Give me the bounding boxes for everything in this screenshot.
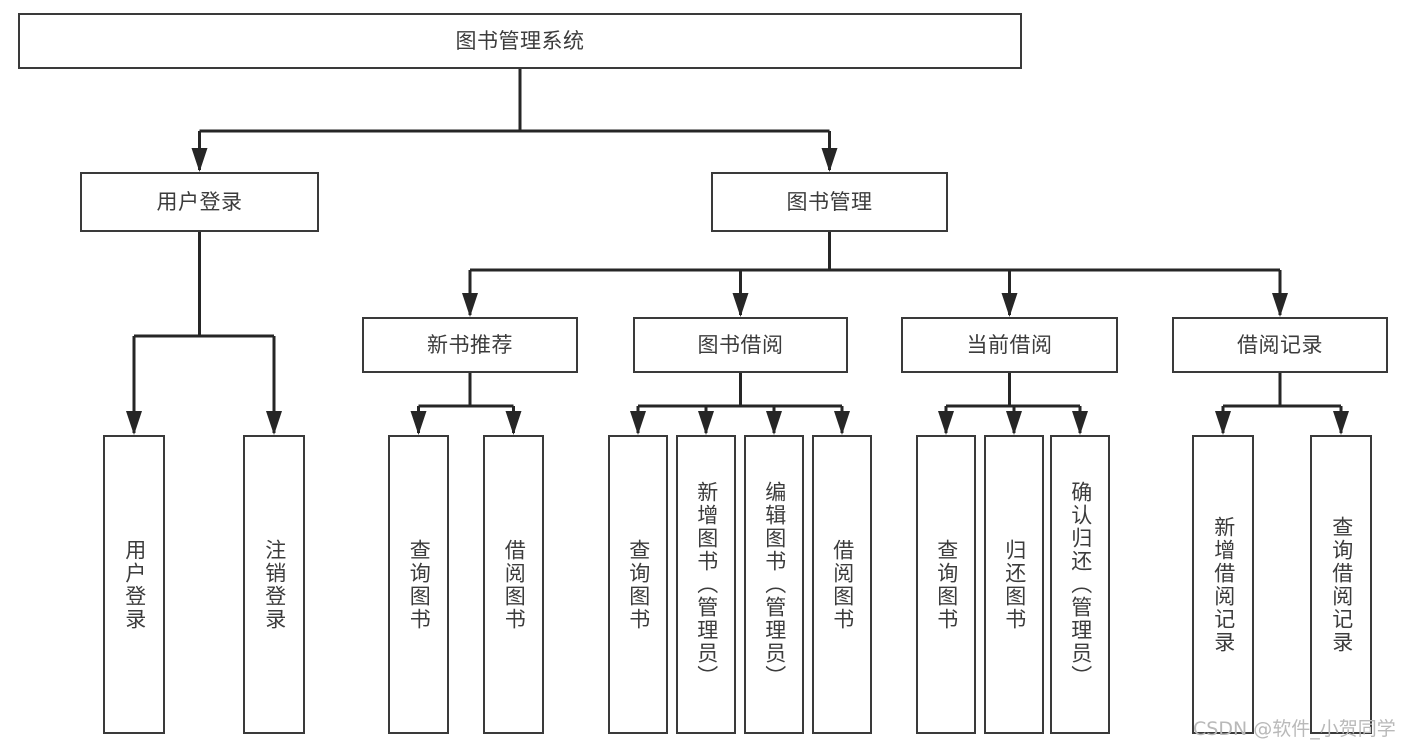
arrow-head-5-1 bbox=[1006, 411, 1022, 435]
node-leaf-query-book-1[interactable]: 查询图书 bbox=[388, 435, 449, 734]
node-leaf-edit-book[interactable]: 编辑图书（管理员） bbox=[744, 435, 804, 734]
node-label: 新增图书（管理员） bbox=[694, 481, 719, 688]
node-label: 查询借阅记录 bbox=[1329, 515, 1354, 654]
node-leaf-return-book[interactable]: 归还图书 bbox=[984, 435, 1044, 734]
arrow-head-1-1 bbox=[266, 411, 282, 435]
node-current-borrow[interactable]: 当前借阅 bbox=[901, 317, 1118, 373]
arrow-head-4-3 bbox=[834, 411, 850, 435]
node-leaf-user-login[interactable]: 用户登录 bbox=[103, 435, 165, 734]
node-label: 借阅图书 bbox=[502, 538, 527, 631]
node-user-login[interactable]: 用户登录 bbox=[80, 172, 319, 232]
node-label: 借阅图书 bbox=[830, 538, 855, 631]
node-leaf-logout[interactable]: 注销登录 bbox=[243, 435, 305, 734]
node-leaf-query-record[interactable]: 查询借阅记录 bbox=[1310, 435, 1372, 734]
arrow-head-0-1 bbox=[821, 148, 838, 172]
arrow-head-2-0 bbox=[462, 293, 478, 317]
arrow-head-4-2 bbox=[766, 411, 782, 435]
arrow-head-2-1 bbox=[732, 293, 749, 317]
arrow-head-1-0 bbox=[126, 411, 142, 435]
node-new-book-rec[interactable]: 新书推荐 bbox=[362, 317, 578, 373]
arrow-head-5-0 bbox=[938, 411, 954, 435]
node-label: 查询图书 bbox=[934, 538, 959, 631]
node-leaf-borrow-book-1[interactable]: 借阅图书 bbox=[483, 435, 544, 734]
node-label: 新增借阅记录 bbox=[1211, 515, 1236, 654]
node-label: 查询图书 bbox=[407, 538, 432, 631]
arrow-head-3-0 bbox=[410, 411, 427, 435]
node-label: 图书借阅 bbox=[697, 332, 784, 357]
node-root[interactable]: 图书管理系统 bbox=[18, 13, 1022, 69]
node-label: 查询图书 bbox=[626, 538, 651, 631]
node-leaf-add-book[interactable]: 新增图书（管理员） bbox=[676, 435, 736, 734]
node-borrow-record[interactable]: 借阅记录 bbox=[1172, 317, 1388, 373]
node-label: 图书管理 bbox=[786, 189, 873, 214]
node-label: 用户登录 bbox=[122, 538, 147, 631]
node-label: 确认归还（管理员） bbox=[1068, 481, 1093, 688]
node-label: 归还图书 bbox=[1002, 538, 1027, 631]
arrow-head-4-0 bbox=[630, 411, 646, 435]
arrow-head-3-1 bbox=[505, 411, 522, 435]
node-leaf-add-record[interactable]: 新增借阅记录 bbox=[1192, 435, 1254, 734]
node-label: 新书推荐 bbox=[427, 332, 513, 357]
arrow-head-5-2 bbox=[1072, 411, 1088, 435]
node-leaf-confirm-return[interactable]: 确认归还（管理员） bbox=[1050, 435, 1110, 734]
arrow-head-2-3 bbox=[1272, 293, 1288, 317]
node-book-borrow[interactable]: 图书借阅 bbox=[633, 317, 848, 373]
node-label: 编辑图书（管理员） bbox=[762, 481, 787, 688]
node-label: 图书管理系统 bbox=[455, 28, 585, 53]
node-label: 借阅记录 bbox=[1237, 332, 1323, 357]
node-leaf-borrow-book-2[interactable]: 借阅图书 bbox=[812, 435, 872, 734]
arrow-head-4-1 bbox=[698, 411, 714, 435]
node-leaf-query-book-2[interactable]: 查询图书 bbox=[608, 435, 668, 734]
node-label: 用户登录 bbox=[156, 189, 243, 214]
arrow-head-2-2 bbox=[1001, 293, 1018, 317]
arrow-head-6-0 bbox=[1215, 411, 1231, 435]
arrow-head-6-1 bbox=[1333, 411, 1349, 435]
csdn-watermark: CSDN @软件_小贺同学 bbox=[1193, 718, 1396, 740]
node-label: 注销登录 bbox=[262, 538, 287, 631]
node-book-manage[interactable]: 图书管理 bbox=[711, 172, 948, 232]
arrow-head-0-0 bbox=[191, 148, 208, 172]
node-leaf-query-book-3[interactable]: 查询图书 bbox=[916, 435, 976, 734]
node-label: 当前借阅 bbox=[966, 332, 1053, 357]
